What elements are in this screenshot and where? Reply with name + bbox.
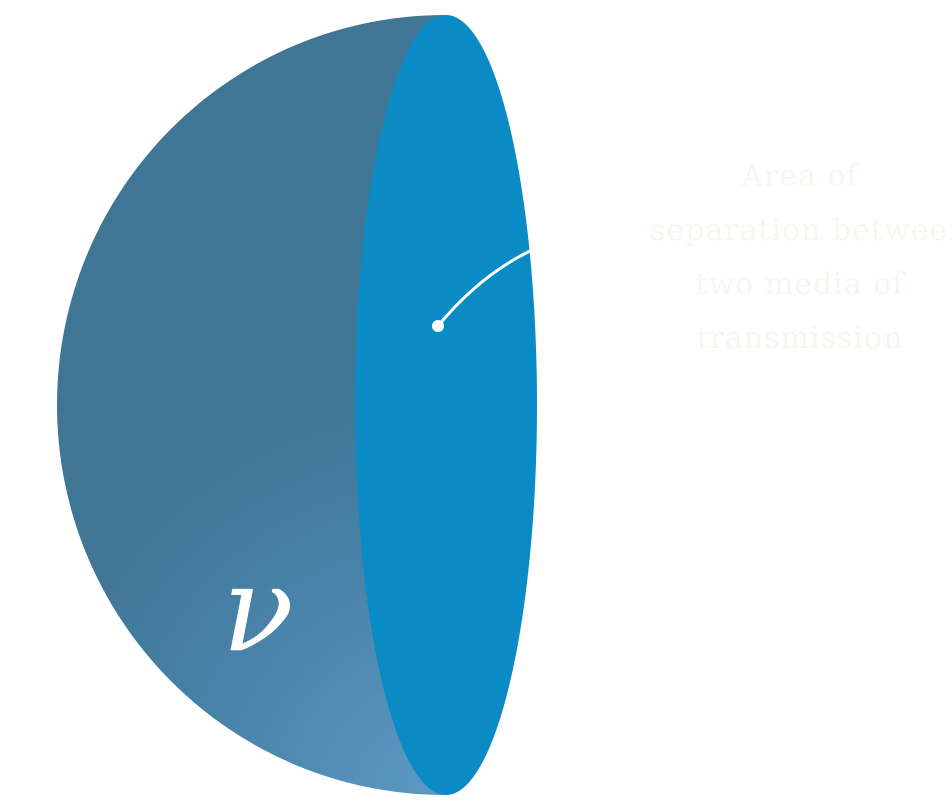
hemisphere-shell [57,15,445,795]
separation-surface [355,15,537,795]
annotation-line: two media of [695,267,905,302]
leader-dot [432,320,444,332]
leader-line [436,248,533,327]
annotation-line: Area of [741,159,859,194]
volume-label: ν [222,540,294,678]
annotation-text: Area of separation between two media of … [650,150,952,366]
annotation-line: transmission [696,321,904,356]
annotation-line: separation between [650,213,952,248]
